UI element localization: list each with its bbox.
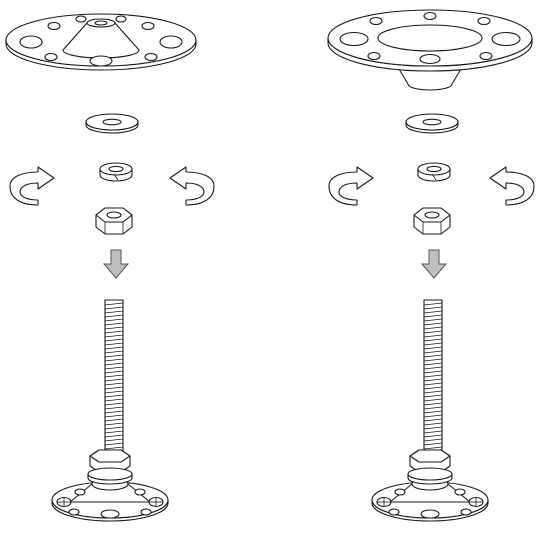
flat-washer-right [405, 113, 459, 134]
flange-plate-left [5, 13, 197, 71]
rotate-arrow-icon [489, 166, 535, 206]
assembly-right [327, 9, 535, 522]
spring-washer-right [417, 162, 451, 182]
down-arrow-left [103, 249, 129, 279]
down-arrow-right [421, 249, 447, 279]
flat-washer-left [85, 113, 139, 134]
rotate-arrow-icon [328, 166, 374, 206]
base-plate-right [371, 449, 489, 522]
rotate-arrow-icon [9, 166, 55, 206]
rotate-arrow-icon [169, 166, 215, 206]
spring-washer-left [99, 162, 133, 182]
threaded-stud-left [104, 299, 124, 461]
threaded-stud-right [423, 299, 443, 461]
base-plate-left [51, 449, 169, 522]
assembly-left [5, 13, 215, 522]
hex-nut-right [413, 207, 451, 235]
hex-nut-left [95, 207, 133, 235]
flange-plate-right [327, 9, 533, 91]
